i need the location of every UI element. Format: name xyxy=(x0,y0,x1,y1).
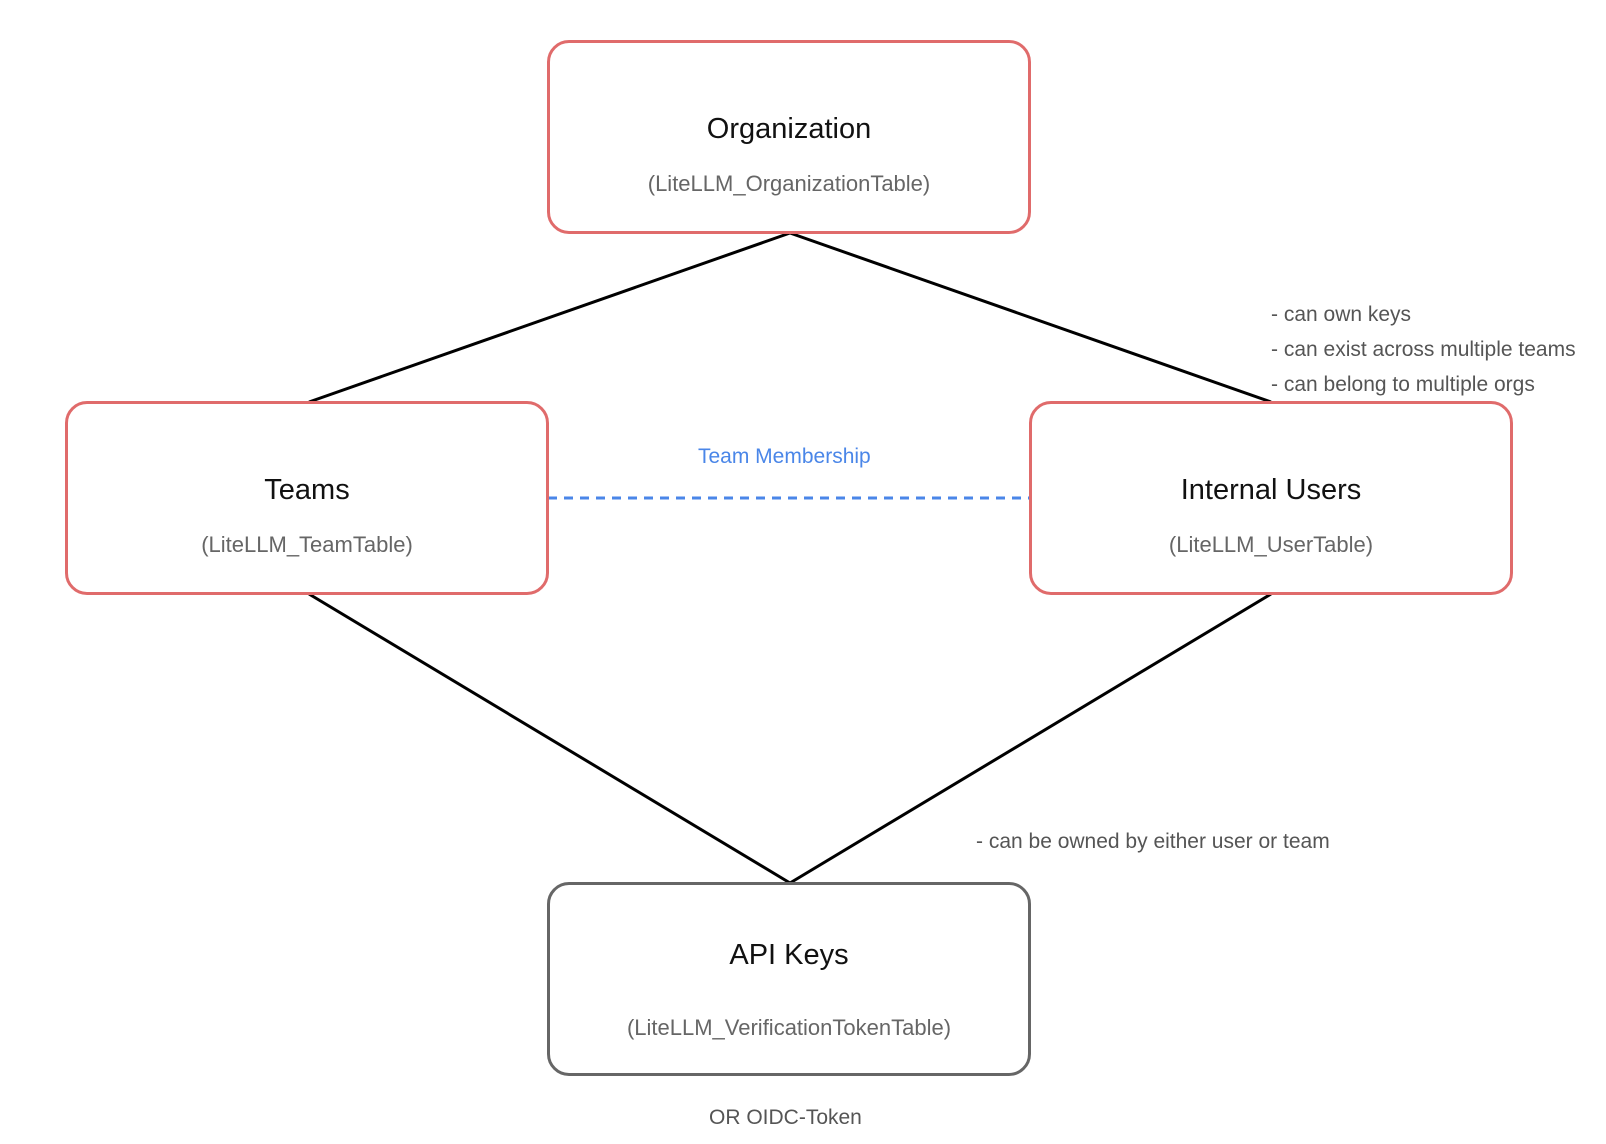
users-note: - can exist across multiple teams xyxy=(1271,338,1576,361)
users-note: - can belong to multiple orgs xyxy=(1271,373,1535,396)
teams-title: Teams xyxy=(264,474,350,506)
internal-users-title: Internal Users xyxy=(1180,474,1362,506)
edge-organization-users xyxy=(789,231,1272,404)
api-keys-alt-note: OR OIDC-Token xyxy=(709,1106,862,1129)
api-keys-subtitle: (LiteLLM_VerificationTokenTable) xyxy=(626,1015,952,1040)
api-keys-owner-note: - can be owned by either user or team xyxy=(976,830,1330,853)
edge-teams-api-keys xyxy=(308,592,791,885)
internal-users-node: Internal Users (LiteLLM_UserTable) xyxy=(1029,401,1513,595)
api-keys-title: API Keys xyxy=(729,939,849,971)
organization-node: Organization (LiteLLM_OrganizationTable) xyxy=(547,40,1031,234)
users-notes: - can own keys - can exist across multip… xyxy=(1271,297,1576,402)
team-membership-label: Team Membership xyxy=(698,445,871,468)
users-note: - can own keys xyxy=(1271,303,1412,326)
internal-users-subtitle: (LiteLLM_UserTable) xyxy=(1168,532,1374,557)
teams-subtitle: (LiteLLM_TeamTable) xyxy=(201,532,413,557)
edge-organization-teams xyxy=(308,231,791,404)
edge-users-api-keys xyxy=(789,592,1272,885)
api-keys-node: API Keys (LiteLLM_VerificationTokenTable… xyxy=(547,882,1031,1076)
organization-subtitle: (LiteLLM_OrganizationTable) xyxy=(647,171,931,196)
teams-node: Teams (LiteLLM_TeamTable) xyxy=(65,401,549,595)
organization-title: Organization xyxy=(706,113,872,145)
